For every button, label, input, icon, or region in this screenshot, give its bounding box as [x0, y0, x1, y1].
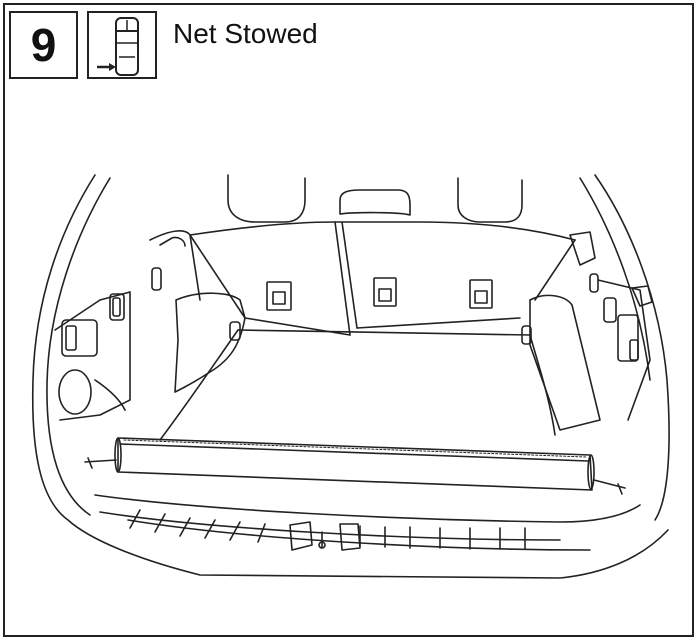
step-number-box: 9: [9, 11, 78, 79]
vehicle-rear-position-icon: [97, 17, 139, 76]
page-title: Net Stowed: [173, 18, 318, 49]
instruction-frame: [3, 3, 694, 637]
step-number: 9: [30, 19, 57, 71]
vehicle-position-icon-box: [87, 11, 157, 79]
